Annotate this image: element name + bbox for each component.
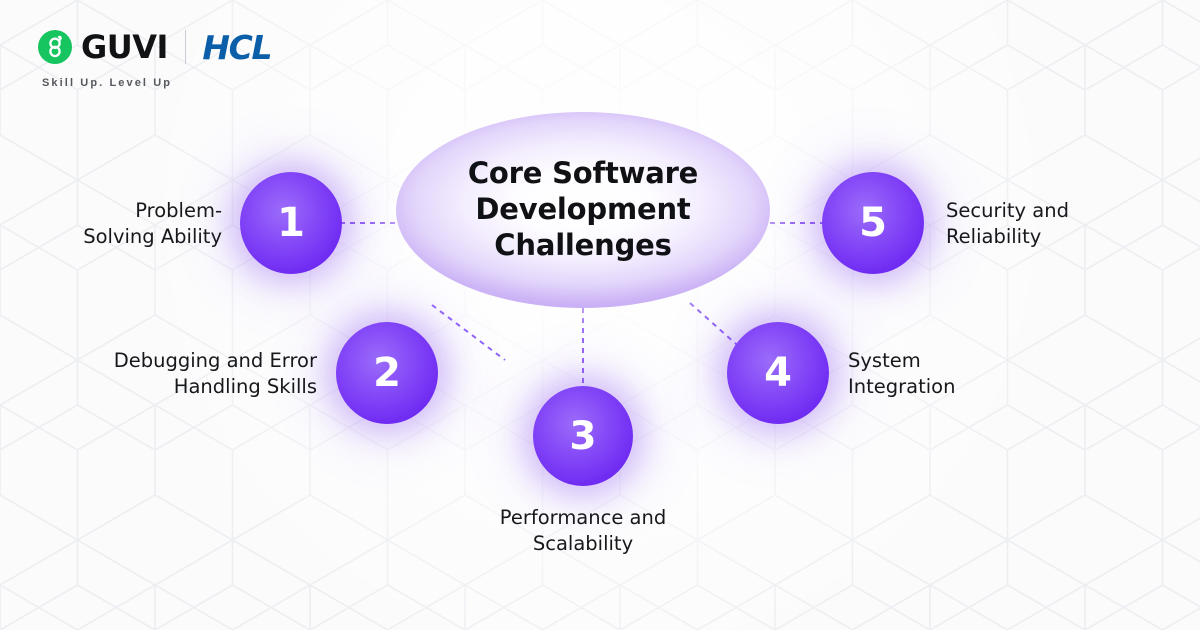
node-label-3: Performance and Scalability — [499, 506, 667, 555]
connector-to-node-2 — [431, 304, 506, 361]
guvi-g-logo-icon — [38, 30, 72, 64]
node-label-4: System Integration — [848, 349, 956, 398]
node-circle-1[interactable]: 1 — [240, 172, 342, 274]
center-node-title: Core Software Development Challenges — [467, 156, 699, 262]
center-node: Core Software Development Challenges — [396, 112, 770, 308]
node-number-2: 2 — [373, 350, 401, 396]
node-circle-5[interactable]: 5 — [822, 172, 924, 274]
node-label-5: Security and Reliability — [946, 199, 1069, 248]
hcl-wordmark: HCL — [202, 27, 272, 67]
logo-row: GUVI HCL — [38, 26, 272, 68]
node-label-1: Problem- Solving Ability — [83, 199, 222, 248]
brand-tagline: Skill Up. Level Up — [42, 77, 173, 89]
node-number-3: 3 — [569, 413, 597, 459]
node-circle-4[interactable]: 4 — [727, 322, 829, 424]
node-number-5: 5 — [859, 200, 887, 246]
node-circle-2[interactable]: 2 — [336, 322, 438, 424]
node-number-4: 4 — [764, 350, 792, 396]
logo-divider — [184, 30, 187, 64]
node-label-2: Debugging and Error Handling Skills — [113, 349, 317, 398]
node-number-1: 1 — [277, 200, 305, 246]
brand-logo-block: GUVI HCL Skill Up. Level Up — [38, 26, 272, 89]
guvi-wordmark: GUVI — [81, 28, 168, 66]
node-circle-3[interactable]: 3 — [533, 386, 633, 486]
